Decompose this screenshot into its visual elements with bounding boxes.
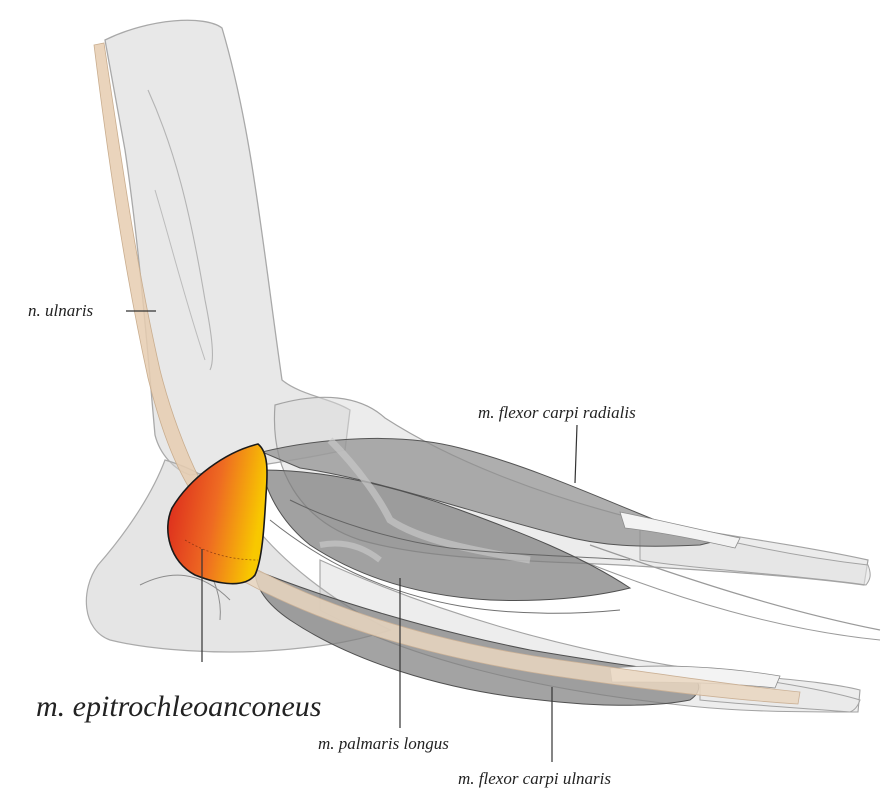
label-flexor-carpi-ulnaris: m. flexor carpi ulnaris <box>458 769 611 788</box>
label-palmaris-longus: m. palmaris longus <box>318 734 449 753</box>
label-epitrochleoanconeus: m. epitrochleoanconeus <box>36 690 321 723</box>
label-flexor-carpi-radialis: m. flexor carpi radialis <box>478 403 636 422</box>
label-n-ulnaris: n. ulnaris <box>28 301 94 320</box>
leader-flexor-carpi-radialis <box>575 425 577 483</box>
